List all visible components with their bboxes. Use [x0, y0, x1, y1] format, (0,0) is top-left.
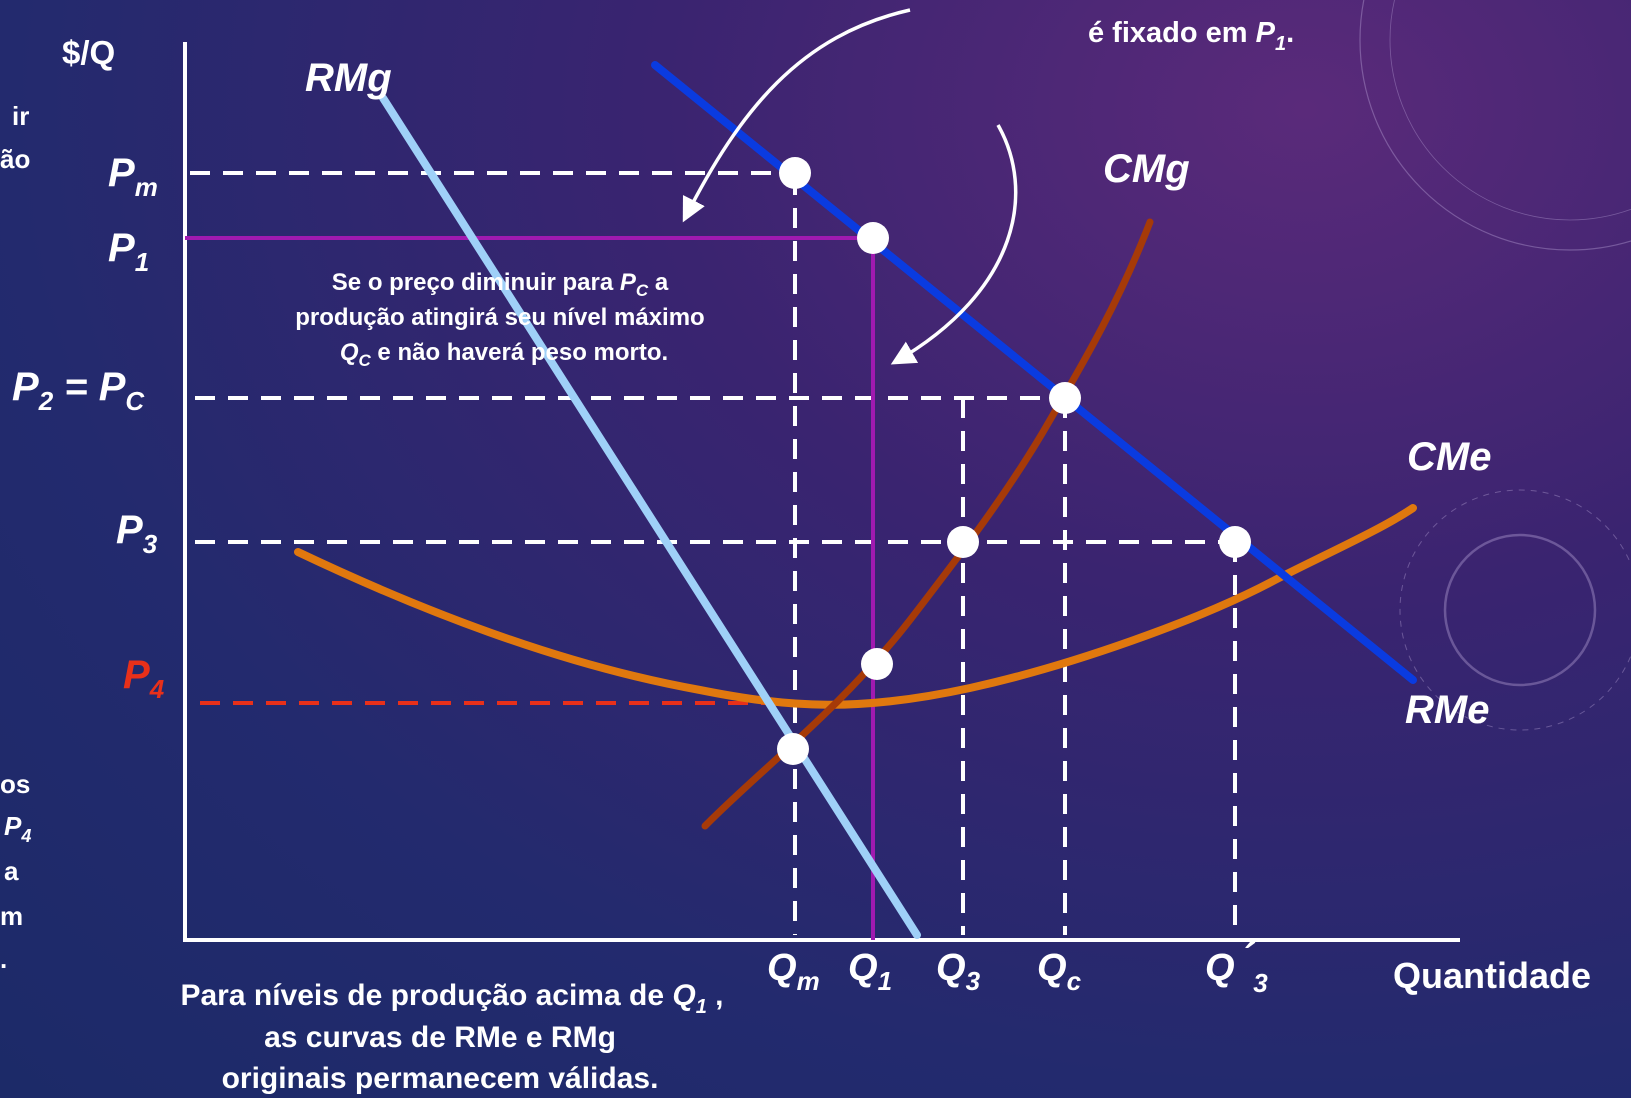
tick-pm: Pm	[108, 151, 158, 202]
svg-text:a: a	[4, 856, 19, 886]
left-text-fragments: ir ão os P4 a m .	[0, 101, 31, 974]
x-axis-title: Quantidade	[1393, 955, 1591, 996]
tick-p1: P1	[108, 226, 149, 277]
arrow-right-icon	[890, 124, 1018, 365]
point-p1-q1	[857, 222, 889, 254]
svg-text:Para níveis de produção acima: Para níveis de produção acima de Q1 ,	[180, 979, 723, 1018]
svg-text:m: m	[0, 901, 23, 931]
point-pc-qc	[1049, 382, 1081, 414]
rme-label: RMe	[1405, 688, 1489, 732]
annotation-top-right: é fixado em P1.	[1088, 17, 1294, 55]
annotation-bottom: Para níveis de produção acima de Q1 , as…	[180, 979, 723, 1095]
tick-p3: P3	[116, 508, 158, 559]
cme-label: CMe	[1407, 435, 1491, 479]
svg-text:produção atingirá seu nível má: produção atingirá seu nível máximo	[295, 304, 704, 331]
rme-curve	[651, 61, 1417, 684]
point-qm-cmg	[777, 733, 809, 765]
guide-lines	[185, 171, 1237, 940]
svg-text:.: .	[0, 944, 7, 974]
svg-text:Se o preço diminuir para PC a: Se o preço diminuir para PC a	[332, 269, 669, 300]
point-pm-qm	[779, 157, 811, 189]
svg-text:ir: ir	[12, 101, 29, 131]
rmg-label: RMg	[305, 56, 392, 100]
tick-q3p: Q´3	[1205, 937, 1268, 998]
y-axis-title: $/Q	[62, 34, 115, 71]
svg-text:os: os	[0, 769, 30, 799]
annotation-middle: Se o preço diminuir para PC a produção a…	[295, 269, 704, 370]
tick-qm: Qm	[767, 947, 820, 996]
svg-text:P4: P4	[4, 811, 31, 846]
axes	[183, 42, 1460, 942]
rmg-curve	[379, 94, 921, 939]
equilibrium-points	[777, 157, 1251, 765]
cmg-curve	[701, 218, 1154, 830]
point-p3-q3	[947, 526, 979, 558]
tick-p4: P4	[123, 653, 165, 704]
tick-qc: Qc	[1037, 947, 1082, 996]
svg-text:QC e não haverá peso morto.: QC e não haverá peso morto.	[340, 339, 668, 370]
point-q1-cmg	[861, 648, 893, 680]
tick-q1: Q1	[848, 947, 892, 996]
cmg-label: CMg	[1103, 147, 1190, 191]
svg-text:as curvas de RMe e RMg: as curvas de RMe e RMg	[264, 1021, 616, 1054]
svg-text:ão: ão	[0, 144, 30, 174]
decorative-dial-ornament	[1359, 0, 1631, 731]
tick-p2: P2 = PC	[12, 365, 145, 416]
arrow-left-icon	[682, 8, 911, 223]
annotation-arrows	[682, 8, 1018, 365]
svg-text:originais permanecem válidas.: originais permanecem válidas.	[222, 1062, 659, 1095]
point-p3-q3p	[1219, 526, 1251, 558]
curves	[294, 61, 1417, 939]
tick-q3: Q3	[936, 947, 981, 996]
